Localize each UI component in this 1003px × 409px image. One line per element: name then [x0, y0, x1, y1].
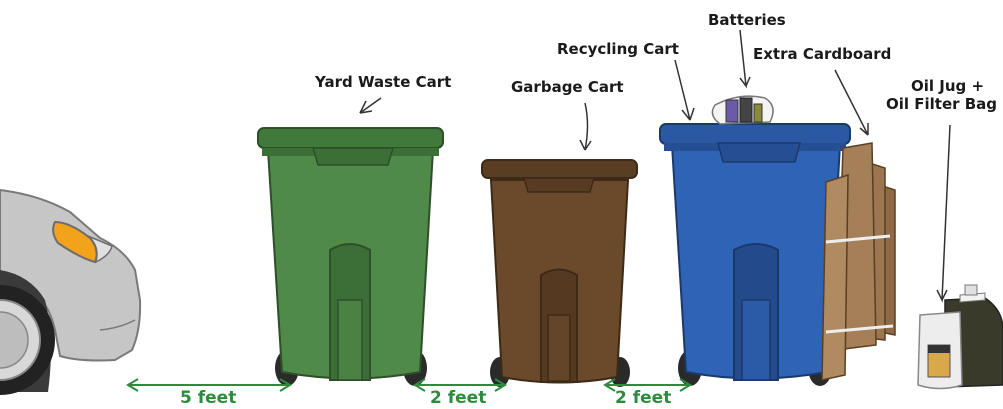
- recycling-cart: [660, 124, 850, 386]
- garbage-cart: [482, 160, 637, 387]
- car: [0, 190, 140, 395]
- label-oil-line1: Oil Jug +: [898, 77, 997, 95]
- label-oil-jug-filter-bag: Oil Jug + Oil Filter Bag: [898, 77, 997, 113]
- distance-label-5ft: 5 feet: [180, 388, 236, 408]
- batteries-bag-icon: [712, 96, 773, 124]
- label-oil-line2: Oil Filter Bag: [886, 95, 997, 113]
- label-yard-waste-cart: Yard Waste Cart: [315, 73, 451, 91]
- distance-label-2ft-a: 2 feet: [430, 388, 486, 408]
- yard-waste-cart: [258, 128, 443, 386]
- distance-label-2ft-b: 2 feet: [615, 388, 671, 408]
- label-garbage-cart: Garbage Cart: [511, 78, 624, 96]
- label-extra-cardboard: Extra Cardboard: [753, 45, 891, 63]
- label-recycling-cart: Recycling Cart: [557, 40, 679, 58]
- oil-jug-and-filter-bag: [918, 285, 1003, 389]
- label-batteries: Batteries: [708, 11, 786, 29]
